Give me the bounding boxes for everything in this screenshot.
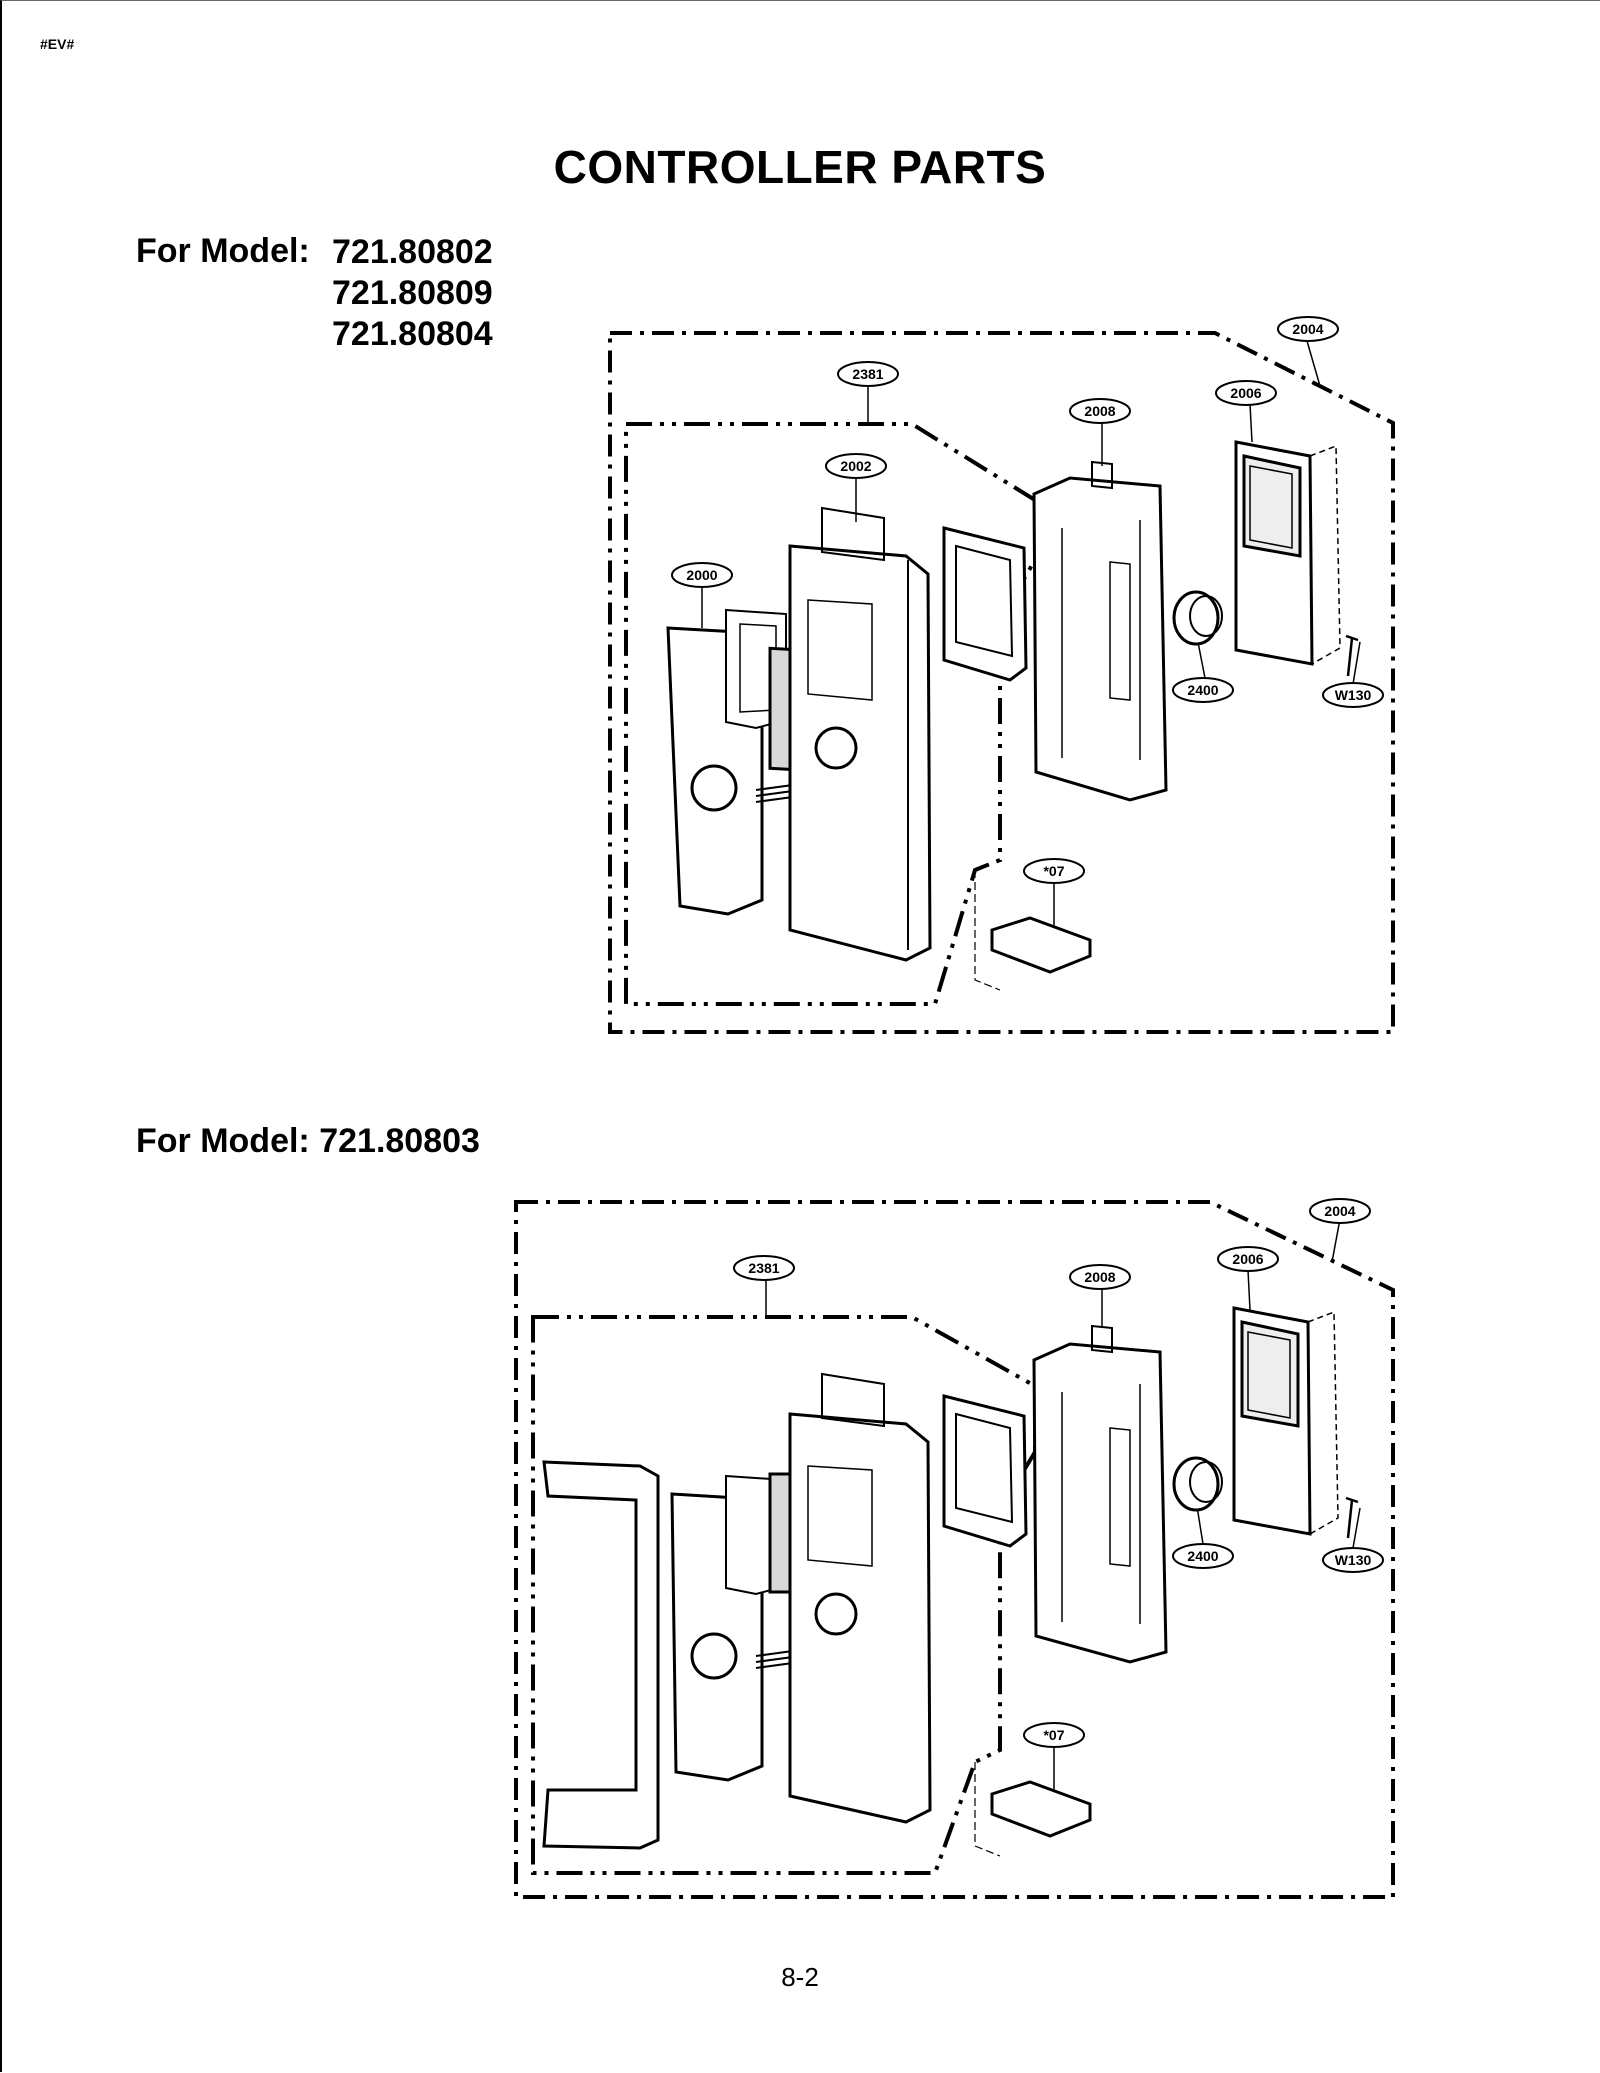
sub-assembly-boundary — [624, 422, 1037, 1006]
assembly-boundary — [608, 331, 1395, 1034]
callout-frame: 2008 — [1069, 398, 1131, 424]
model-label-group-2: For Model: 721.80803 — [136, 1122, 480, 1161]
knob-opening — [690, 1632, 738, 1680]
model-prefix: For Model: — [136, 232, 310, 270]
model-number: 721.80804 — [332, 315, 493, 353]
assembly-boundary — [514, 1200, 1395, 1899]
callout-bracket: *07 — [1023, 858, 1085, 884]
callout-bracket: *07 — [1023, 1722, 1085, 1748]
callout-pcb: 2006 — [1217, 1246, 1279, 1272]
callout-label: 2008 — [1084, 1269, 1115, 1285]
callout-sub-assembly: 2381 — [733, 1255, 795, 1281]
callout-label: W130 — [1335, 1552, 1372, 1568]
callout-label: 2006 — [1232, 1251, 1263, 1267]
controller-frame — [1032, 1342, 1168, 1664]
callout-assembly: 2004 — [1277, 316, 1339, 342]
callout-knob: 2400 — [1172, 1543, 1234, 1569]
knob-opening — [690, 764, 738, 812]
handle-trim — [542, 1460, 660, 1850]
callout-label: *07 — [1043, 863, 1064, 879]
model-number: 721.80802 — [332, 233, 493, 271]
callout-label: 2381 — [748, 1260, 779, 1276]
callout-label: 2004 — [1292, 321, 1323, 337]
page-number: 8-2 — [781, 1962, 819, 1992]
callout-label: 2002 — [840, 458, 871, 474]
page-code: #EV# — [40, 36, 75, 52]
callout-label: 2004 — [1324, 1203, 1355, 1219]
callout-panel: 2000 — [671, 562, 733, 588]
screw — [1345, 1496, 1359, 1539]
cover-housing — [788, 544, 932, 962]
controller-frame — [1032, 476, 1168, 802]
bracket — [990, 1780, 1092, 1838]
screw — [1345, 634, 1359, 677]
callout-label: 2400 — [1187, 1548, 1218, 1564]
callout-knob: 2400 — [1172, 677, 1234, 703]
callout-screw: W130 — [1322, 682, 1384, 708]
bracket — [990, 916, 1092, 974]
callout-sub-assembly: 2381 — [837, 361, 899, 387]
callout-assembly: 2004 — [1309, 1198, 1371, 1224]
sub-assembly-boundary — [531, 1315, 1037, 1875]
callout-label: 2400 — [1187, 682, 1218, 698]
callout-label: *07 — [1043, 1727, 1064, 1743]
callout-screw: W130 — [1322, 1547, 1384, 1573]
knob — [1172, 590, 1220, 646]
callout-pcb: 2006 — [1215, 380, 1277, 406]
callout-label: 2381 — [852, 366, 883, 382]
model-number: 721.80803 — [319, 1122, 480, 1160]
model-number: 721.80809 — [332, 274, 493, 312]
callout-label: 2000 — [686, 567, 717, 583]
callout-label: 2008 — [1084, 403, 1115, 419]
callout-cover: 2002 — [825, 453, 887, 479]
callout-label: 2006 — [1230, 385, 1261, 401]
knob — [1172, 1456, 1220, 1512]
model-prefix: For Model: — [136, 1122, 310, 1160]
page-title: CONTROLLER PARTS — [553, 141, 1047, 193]
callout-frame: 2008 — [1069, 1264, 1131, 1290]
callout-label: W130 — [1335, 687, 1372, 703]
